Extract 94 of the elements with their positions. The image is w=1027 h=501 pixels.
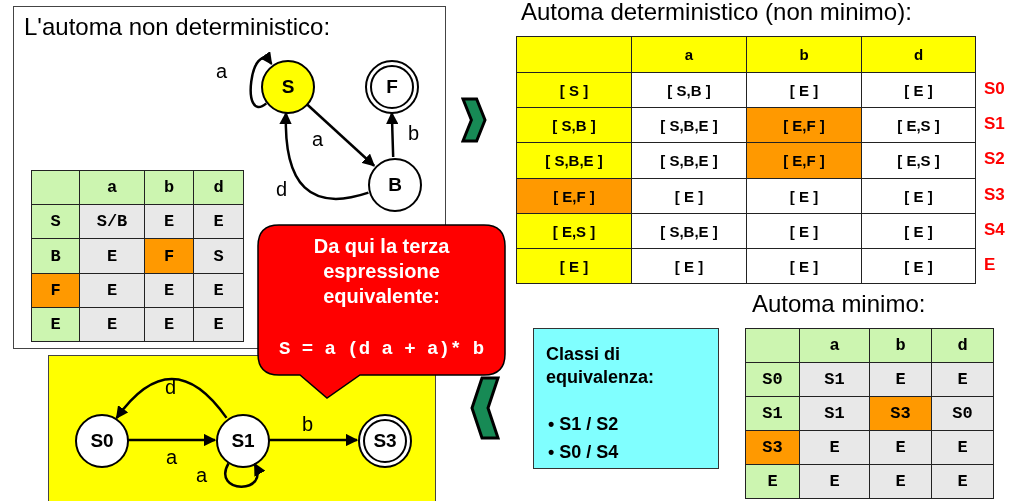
state-label: S0	[90, 430, 114, 452]
edge-label: d	[276, 178, 288, 200]
callout-text: Da qui la terza espressione equivalente:	[312, 234, 451, 309]
callout-tooltip	[257, 224, 506, 400]
panel-title: L'automa non deterministico:	[24, 13, 331, 41]
edge-label: a	[196, 464, 208, 486]
header-cell: [ E ]	[516, 248, 632, 284]
table-cell: E	[79, 307, 145, 342]
table-cell: E	[931, 362, 994, 397]
state-label: F	[386, 76, 398, 98]
state-label: S	[281, 76, 295, 98]
arrow	[115, 377, 228, 419]
table-cell: E	[869, 430, 932, 465]
table-cell: S1	[799, 396, 870, 431]
header-cell: d	[861, 36, 976, 73]
edge-label: a	[312, 128, 324, 150]
header-cell: b	[144, 170, 194, 205]
state-label: S1	[231, 430, 255, 452]
note-box	[533, 328, 719, 469]
table-cell: E	[799, 430, 870, 465]
header-cell: E	[31, 307, 80, 342]
state-circle	[216, 414, 270, 468]
state-name: S1	[984, 114, 1005, 134]
arrow	[128, 433, 217, 447]
edge-label: d	[165, 376, 177, 398]
table-cell: [ E,F ]	[746, 107, 862, 143]
edge-label: b	[408, 122, 420, 144]
final-state-circle	[365, 60, 419, 114]
header-cell: S	[31, 204, 80, 239]
header-cell: b	[746, 36, 862, 73]
state-label: S3	[373, 430, 397, 452]
formula: S = a (d a + a)* b	[277, 338, 486, 360]
table-cell: E	[931, 464, 994, 499]
header-cell: S1	[745, 396, 800, 431]
header-cell: B	[31, 238, 80, 274]
arrow	[279, 111, 369, 200]
state-name: S2	[984, 149, 1005, 169]
edge-label: a	[166, 446, 178, 468]
state-circle	[368, 158, 422, 212]
header-cell: a	[799, 328, 870, 363]
table-cell: S0	[931, 396, 994, 431]
section-title: Automa deterministico (non minimo):	[521, 0, 912, 26]
table-cell: E	[869, 362, 932, 397]
table-cell: E	[193, 307, 244, 342]
arrow	[224, 462, 265, 488]
state-label: B	[388, 174, 402, 196]
header-cell: [ S,B,E ]	[516, 142, 632, 179]
list-item: • S0 / S4	[548, 441, 620, 464]
state-name: S4	[984, 220, 1005, 240]
table-cell: E	[144, 307, 194, 342]
note-heading: Classi di equivalenza:	[546, 343, 656, 389]
header-cell: [ S,B ]	[516, 107, 632, 143]
arrow	[249, 51, 273, 108]
header-cell: [ E,F ]	[516, 178, 632, 214]
state-circle	[75, 414, 129, 468]
header-cell: [ S ]	[516, 72, 632, 108]
section-title: Automa minimo:	[752, 290, 926, 318]
table-cell: E	[193, 273, 244, 308]
header-cell: a	[631, 36, 747, 73]
table-cell: E	[79, 273, 145, 308]
table-cell: E	[193, 204, 244, 239]
arrow	[385, 111, 399, 158]
list-item: • S1 / S2	[548, 413, 620, 436]
header-cell: S3	[745, 430, 800, 465]
table-cell: S3	[869, 396, 932, 431]
header-cell: E	[745, 464, 800, 499]
edge-label: a	[216, 60, 228, 82]
header-cell: F	[31, 273, 80, 308]
table-cell: [ E,F ]	[746, 142, 862, 179]
table-cell: F	[144, 238, 194, 274]
state-name: S0	[984, 79, 1005, 99]
header-cell: [ E,S ]	[516, 213, 632, 249]
table-cell: E	[869, 464, 932, 499]
table-cell: S1	[799, 362, 870, 397]
table-cell: E	[931, 430, 994, 465]
header-cell: a	[79, 170, 145, 205]
header-cell: S0	[745, 362, 800, 397]
table-cell: E	[79, 238, 145, 274]
table-cell: E	[144, 273, 194, 308]
arrow	[269, 433, 359, 447]
state-name: E	[984, 255, 996, 275]
table-cell: [ E ]	[861, 248, 976, 284]
edge-label: b	[302, 413, 314, 435]
state-circle	[261, 60, 315, 114]
header-cell: b	[869, 328, 932, 363]
final-state-circle	[358, 414, 412, 468]
arrow	[306, 103, 375, 167]
table-cell: E	[799, 464, 870, 499]
header-cell: d	[193, 170, 244, 205]
table-cell: E	[144, 204, 194, 239]
state-name: S3	[984, 185, 1005, 205]
table-cell: S	[193, 238, 244, 274]
table-cell: S/B	[79, 204, 145, 239]
header-cell: d	[931, 328, 994, 363]
